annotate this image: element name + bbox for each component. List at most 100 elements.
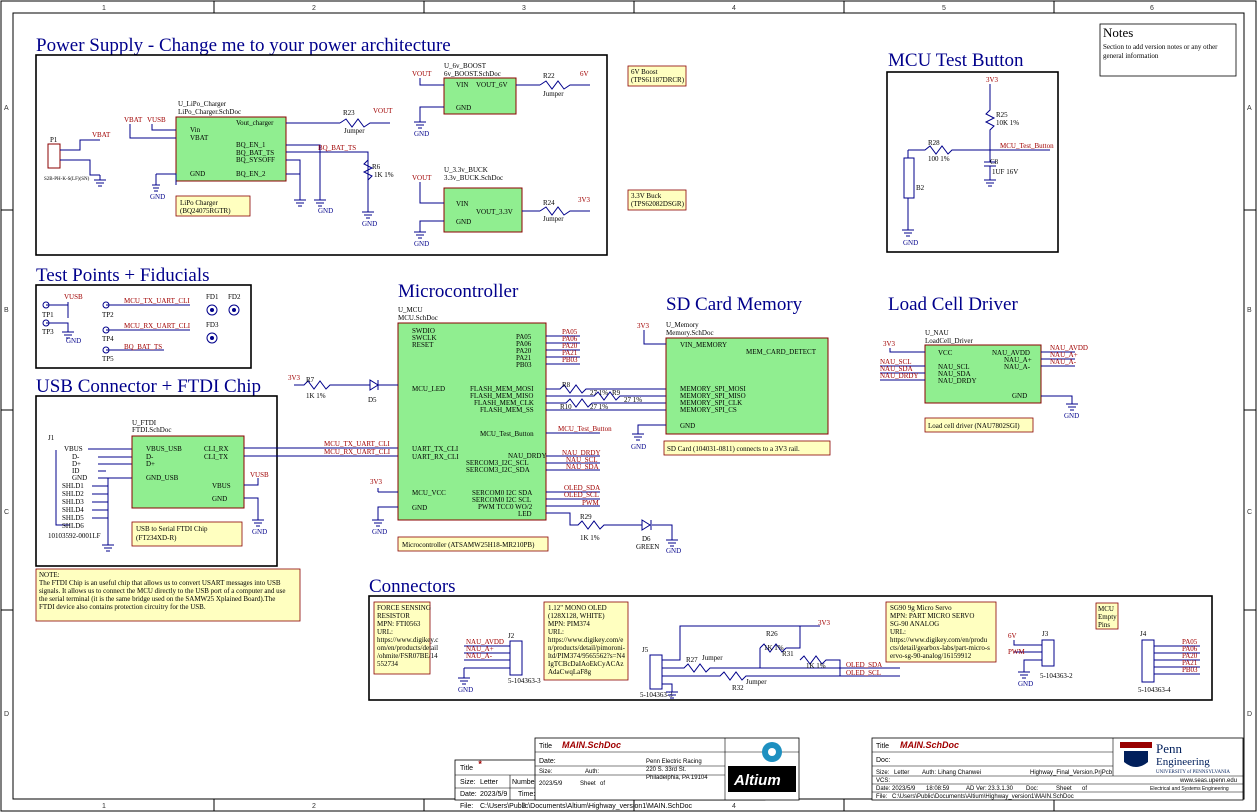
section-title-connectors: Connectors [369,576,456,597]
c8-label: C8 [990,158,999,166]
net-3v3: 3V3 [370,478,383,486]
note-line: om/en/products/detail [377,644,438,652]
r26-label: R26 [766,630,778,638]
gnd-label: GND [1018,680,1033,688]
altium-logo-text: Altium [733,772,781,789]
note-line: MPN: PART MICRO SERVO [890,612,974,620]
pin: SHLD2 [62,490,84,498]
tb-size-label: Size: [539,769,553,775]
r22-label: R22 [543,72,555,80]
net-tx: MCU_TX_UART_CLI [324,440,390,448]
b2-label: B2 [916,184,925,192]
mcu-note-text: Microcontroller (ATSAMW25H18-MR210PB) [402,541,535,549]
tb-vcs-label: VCS: [876,778,890,784]
tp-label: TP4 [102,335,114,343]
note-line: https://www.digikey.c [377,636,438,644]
note-line: SG90 9g Micro Servo [890,604,952,612]
note-line: MPN: FTI0563 [377,620,421,628]
tb-date-value: 2023/5/9 [892,786,916,792]
r24-value: Jumper [543,215,564,223]
note-line: Empty [1098,613,1117,621]
tb-company: Philadelphia, PA 19104 [646,775,708,781]
j2-part: 5-104363-3 [508,677,541,685]
title-block-middle: Title MAIN.SchDoc Date: Penn Electric Ra… [535,738,799,800]
note-line: URL: [890,628,906,636]
j4-part: 5-104363-4 [1138,686,1171,694]
note-line: RESISTOR [377,612,410,620]
note-line: The FTDI Chip is an useful chip that all… [39,579,281,587]
section-title-mcu: Microcontroller [398,281,519,302]
notes-title: Notes [1103,25,1133,40]
mcu-designator: U_MCU [398,306,423,314]
net: NAU_SDA [566,463,599,471]
pin: UART_RX_CLI [412,453,459,461]
pin: GND [212,495,227,503]
tb-number-label: Number [512,779,538,786]
pin: SERCOM3_I2C_SDA [466,466,530,474]
net-3v3: 3V3 [637,322,650,330]
r8-value: 27 1% [590,389,608,397]
lipo-note-line: (BQ24075RGTR) [180,207,231,215]
tb-title-label: Title [876,743,889,750]
pin: UART_TX_CLI [412,445,459,453]
sd-file: Memory.SchDoc [666,329,714,337]
fd-label: FD2 [228,293,241,301]
r8-label: R8 [562,381,571,389]
pin: SHLD4 [62,506,84,514]
net-vbat: VBAT [92,131,111,139]
gnd-label: GND [318,207,333,215]
pin: RESET [412,341,434,349]
pin: VBAT [190,134,209,142]
pin: VBUS [64,445,83,453]
row-label: D [4,711,9,718]
fd-label: FD3 [206,321,219,329]
lipo-file: LiPo_Charger.SchDoc [178,108,241,116]
net-bq-bat-ts: BQ_BAT_TS [318,144,356,152]
note-line: (128X128, WHITE) [548,612,605,620]
pin: GND [412,504,427,512]
r31-value: 1K 1% [806,662,826,670]
tb-file-label: File: [460,803,473,810]
pin: GND [72,474,87,482]
net-vusb: VUSB [250,471,269,479]
net: 6V [1008,632,1017,640]
net-bq: BQ_BAT_TS [124,343,162,351]
note-line: 1.12" MONO OLED [548,604,607,612]
row-label: A [4,105,9,112]
pin: SHLD5 [62,514,84,522]
net-vout: VOUT [412,174,432,182]
note-line: the serial terminal (it is the same brid… [39,595,275,603]
tb-company: Penn Electric Racing [646,759,702,765]
net: MCU_Test_Button [558,425,612,433]
net-test-button: MCU_Test_Button [1000,142,1054,150]
pin: MEMORY_SPI_CS [680,406,737,414]
col-label: 6 [1150,5,1154,12]
col-label: 1 [102,803,106,810]
tb-file-value: C:\Users\Public\Documents\Altium\Highway… [892,794,1074,800]
pin: BQ_EN_1 [236,141,266,149]
tb-title-value: MAIN.SchDoc [900,740,959,750]
pin: PB03 [516,361,532,369]
col-label: 5 [942,5,946,12]
note-line: 552734 [377,660,399,668]
note-line: FORCE SENSING [377,604,431,612]
note-line: SG-90 ANALOG [890,620,939,628]
tp-label: TP5 [102,355,114,363]
penn-logo-text: UNIVERSITY of PENNSYLVANIA [1156,770,1230,775]
tb-author-value: Lihang Chanwei [938,770,981,776]
pin: CLI_TX [204,453,228,461]
gnd-label: GND [414,130,429,138]
note-line: MPN: PIM374 [548,620,590,628]
net: PWM [1008,648,1026,656]
r10-label: R10 [560,403,572,411]
gnd-label: GND [414,240,429,248]
nau-note-text: Load cell driver (NAU7802SGI) [928,422,1020,430]
gnd-label: GND [252,528,267,536]
pin: GND [456,104,471,112]
notes-line: general information [1103,52,1159,60]
r28-value: 100 1% [928,155,950,163]
d6-value: GREEN [636,543,659,551]
tb-size-value: Letter [480,779,499,786]
boost-note-line: 6V Boost [631,68,658,76]
note-line: ltd/PIM374/9565562?s=N4 [548,652,626,660]
